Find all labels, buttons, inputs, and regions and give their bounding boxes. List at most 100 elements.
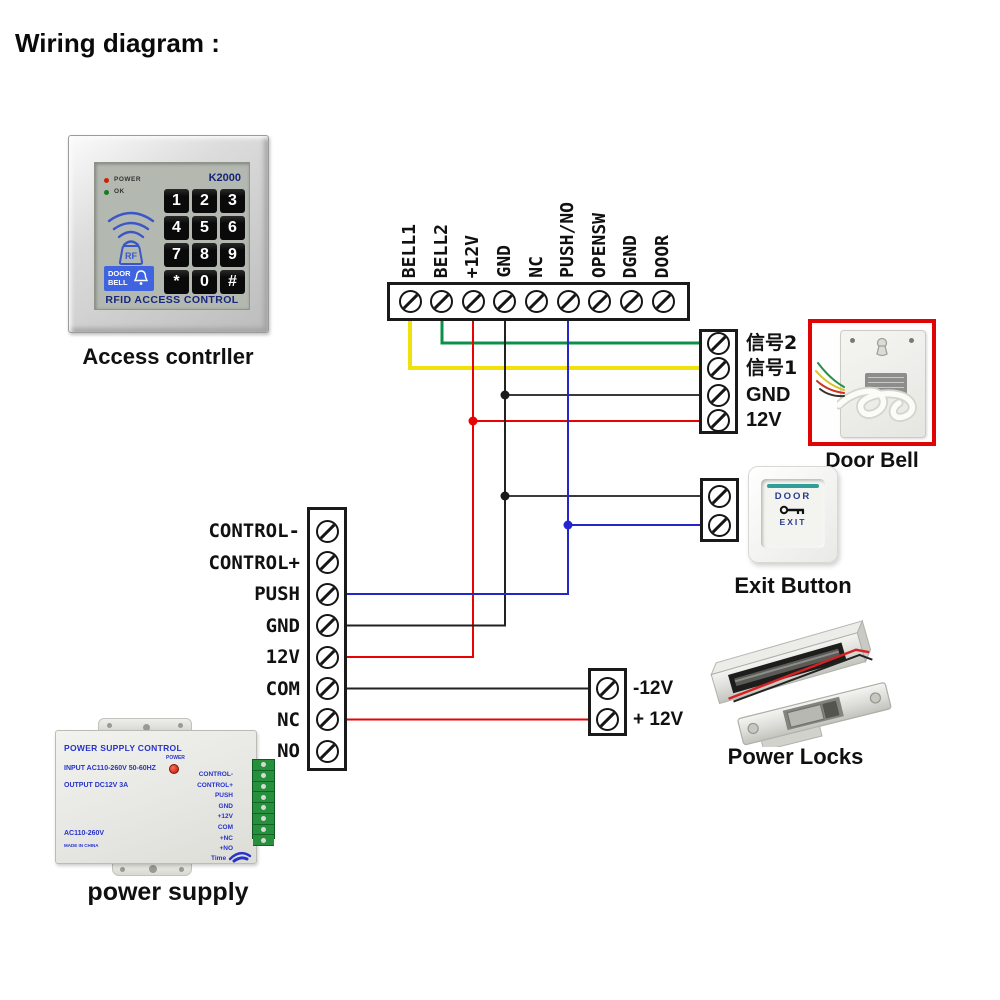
label-bell-12v: 12V [746, 409, 782, 431]
ps-pin-nc: +NC [219, 834, 233, 842]
screw-control-plus [315, 551, 339, 574]
exit-button-caption: Exit Button [734, 573, 852, 598]
label-control-minus: CONTROL- [208, 520, 300, 542]
ps-pin-com: COM [217, 823, 233, 831]
rf-tag-label: RF [125, 251, 137, 261]
power-led-label: POWER [114, 176, 142, 183]
junction-dot-1 [500, 390, 510, 400]
exit-exit-label: EXIT [779, 517, 807, 527]
ok-led [104, 190, 109, 195]
door-bell-badge: DOOR BELL [104, 266, 154, 291]
access-controller-caption: Access contrller [82, 344, 254, 369]
screw-ps-12v [315, 645, 339, 669]
bell-icon [133, 270, 149, 285]
pin-label-nc: NC [525, 256, 547, 278]
label-gnd: GND [265, 614, 300, 637]
pin-label-bell1: BELL1 [399, 223, 420, 278]
key-9: 9 [220, 243, 245, 267]
bell-screw-left [850, 338, 855, 343]
key-6: 6 [220, 216, 245, 240]
ps-title: POWER SUPPLY CONTROL [64, 743, 182, 753]
ps-pin-no: +NO [219, 845, 233, 853]
key-3: 3 [220, 189, 245, 213]
ps-power-label: POWER [166, 755, 185, 761]
junction-dot-3 [563, 520, 573, 530]
power-supply-caption: power supply [87, 878, 249, 906]
ps-power-led [169, 764, 179, 774]
bell-coiled-cord [837, 386, 917, 422]
power-locks-caption: Power Locks [727, 744, 864, 769]
ps-time-label: Time [211, 855, 227, 862]
door-bell-photo [808, 319, 936, 446]
ok-led-label: OK [114, 188, 125, 195]
screw-bell2 [430, 290, 454, 313]
key-0: 0 [192, 270, 217, 294]
ps-pin-control-minus: CONTROL- [198, 771, 233, 778]
pin-label-gnd: GND [493, 245, 515, 278]
screw-bell-12v [707, 408, 730, 432]
screw-nc [525, 290, 548, 313]
power-terminal-block [307, 507, 347, 771]
ps-body: POWER SUPPLY CONTROL INPUT AC110-260V 50… [55, 730, 257, 864]
ps-terminal-strip [252, 759, 275, 846]
ps-rating-label: AC110-260V [64, 830, 105, 837]
screw-exit-1 [707, 484, 731, 508]
rfid-footer-label: RFID ACCESS CONTROL [105, 294, 239, 306]
label-signal2: 信号2 [746, 332, 798, 354]
screw-gnd [493, 290, 517, 313]
pin-label-pushno: PUSH/NO [557, 202, 579, 278]
door-bell-badge-line1: DOOR [108, 269, 131, 278]
bell-screw-right [909, 338, 914, 343]
pin-label-door: DOOR [652, 234, 673, 278]
key-star: * [164, 270, 189, 294]
ps-pin-push: PUSH [214, 792, 233, 800]
screw-lock-plus12v [595, 708, 619, 731]
pin-label-opensw: OPENSW [588, 212, 610, 278]
exit-button-device: DOOR EXIT [748, 466, 838, 563]
label-12v: 12V [265, 646, 300, 668]
exit-button-plate: DOOR EXIT [761, 479, 825, 548]
exit-button-bar [767, 484, 819, 488]
label-com: COM [265, 677, 300, 700]
wire-pushno-main [345, 305, 569, 595]
bell-wire-leads [815, 362, 845, 398]
label-nc: NC [277, 708, 300, 731]
exit-door-label: DOOR [774, 491, 812, 502]
label-push: PUSH [254, 583, 300, 605]
access-controller-panel: POWER OK K2000 RF DOOR [94, 162, 250, 310]
access-controller-device: POWER OK K2000 RF DOOR [68, 135, 269, 333]
screw-lock-minus12v [595, 677, 619, 700]
power-supply-device: POWER SUPPLY CONTROL INPUT AC110-260V 50… [55, 716, 279, 882]
screw-com [315, 677, 339, 700]
screw-signal2 [707, 331, 730, 355]
screw-opensw [588, 290, 612, 313]
label-control-plus: CONTROL+ [208, 551, 300, 574]
ps-time-swoosh-icon [228, 851, 252, 863]
screw-door [651, 290, 675, 313]
screw-bell1 [398, 290, 422, 313]
wire-bell1-to-signal1 [408, 305, 703, 370]
key-hash: # [220, 270, 245, 294]
magnetic-lock [710, 619, 873, 705]
ps-madein-label: MADE IN CHINA [64, 843, 99, 848]
screw-bell-gnd [707, 383, 730, 407]
junction-dot-0 [468, 416, 478, 426]
junction-dot-2 [500, 491, 510, 501]
key-7: 7 [164, 243, 189, 267]
ps-pin-labels: CONTROL- CONTROL+ PUSH GND +12V COM +NC … [153, 770, 233, 855]
screw-exit-2 [707, 513, 731, 537]
label-bell-gnd: GND [746, 384, 791, 406]
pin-label-dgnd: DGND [620, 234, 642, 278]
model-label: K2000 [208, 172, 241, 184]
key-4: 4 [164, 216, 189, 240]
screw-ps-nc [315, 708, 339, 731]
screw-plus12v [461, 290, 485, 313]
screw-control-minus [315, 519, 339, 543]
ps-pin-gnd: GND [218, 802, 233, 810]
rf-tag-icon: RF [118, 245, 144, 265]
ps-pin-control-plus: CONTROL+ [197, 781, 233, 789]
door-bell-device [837, 330, 926, 438]
key-1: 1 [164, 189, 189, 213]
power-led [104, 178, 109, 183]
